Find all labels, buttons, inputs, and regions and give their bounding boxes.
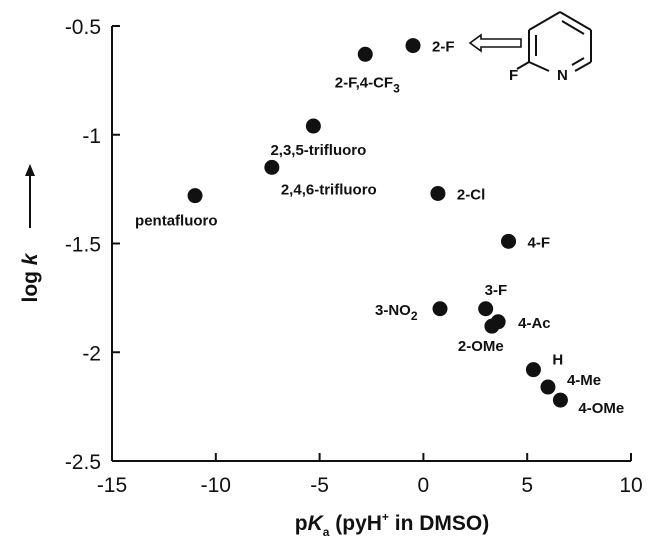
y-axis-title-arrowhead (25, 164, 35, 176)
point-labels: 2-F 2-F,4-CF3 2,3,5-trifluoro 2,4,6-trifluo… (135, 39, 624, 418)
point-label: 4-OMe (578, 400, 624, 417)
x-tick-label: 5 (521, 474, 533, 497)
data-point (264, 159, 280, 175)
point-label: 2-F (432, 39, 455, 56)
data-point (540, 379, 556, 395)
y-tick-label: -2.5 (65, 451, 101, 474)
data-point (552, 392, 568, 408)
data-point (501, 233, 517, 249)
data-point (525, 362, 541, 378)
y-axis-title: log k (19, 164, 42, 303)
point-label: 2-OMe (458, 338, 504, 355)
point-label: 4-F (528, 234, 551, 251)
ticks: -15 -10 -5 0 5 10 -0.5 -1 -1.5 -2 -2.5 (65, 16, 643, 497)
x-axis-title: pKa (pyH+ in DMSO) (295, 510, 490, 539)
point-label: pentafluoro (135, 213, 218, 230)
x-tick-label: 0 (418, 474, 430, 497)
data-point (484, 318, 500, 334)
data-point (305, 118, 321, 134)
point-label: 3-F (485, 282, 508, 299)
data-point (357, 46, 373, 62)
point-label: 2-Cl (457, 186, 485, 203)
x-tick-label: -15 (97, 474, 127, 497)
hollow-arrow (468, 33, 522, 53)
structure-atom-N: N (557, 67, 568, 84)
y-tick-label: -2 (82, 342, 101, 365)
y-tick-label: -1.5 (65, 234, 101, 257)
data-point (405, 38, 421, 54)
data-point (478, 301, 494, 317)
point-label: H (552, 352, 563, 369)
structure-atom-F: F (509, 67, 518, 84)
point-label: 4-Me (567, 372, 601, 389)
x-tick-label: 10 (619, 474, 642, 497)
data-point (187, 188, 203, 204)
point-label: 2-F,4-CF3 (335, 74, 400, 95)
pyridine-structure (516, 11, 592, 72)
svg-text:log k: log k (19, 252, 42, 302)
point-label: 2,3,5-trifluoro (270, 142, 366, 159)
point-label: 2,4,6-trifluoro (281, 181, 377, 198)
x-tick-label: -5 (310, 474, 329, 497)
x-tick-label: -10 (201, 474, 231, 497)
data-points (187, 38, 568, 408)
y-tick-label: -0.5 (65, 16, 101, 39)
y-tick-label: -1 (82, 125, 101, 148)
data-point (430, 185, 446, 201)
point-label: 3-NO2 (375, 302, 418, 323)
data-point (432, 301, 448, 317)
point-label: 4-Ac (518, 315, 551, 332)
